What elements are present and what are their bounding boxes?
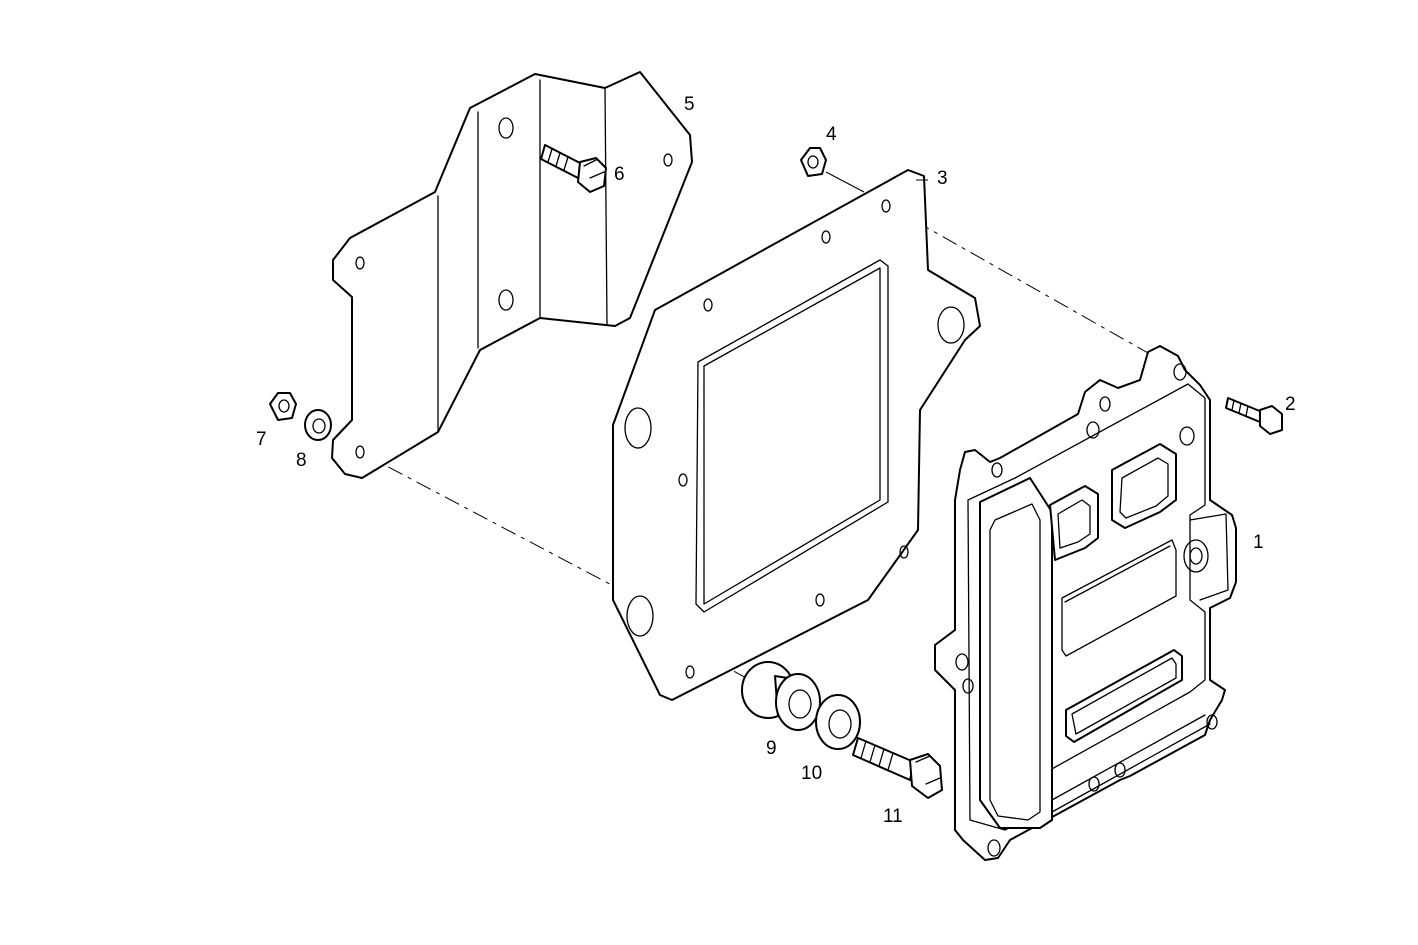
leader-lines: [825, 171, 928, 193]
callout-3: 3: [937, 168, 948, 189]
callout-10: 10: [801, 763, 823, 784]
callout-9: 9: [766, 738, 777, 759]
part-7-nut: [269, 392, 297, 421]
part-3-plate: [612, 169, 981, 701]
part-8-washer: [304, 409, 332, 441]
callout-4: 4: [826, 124, 837, 145]
part-4-nut: [800, 147, 827, 177]
part-9-grommet: [741, 661, 821, 731]
callout-7: 7: [256, 429, 267, 450]
callout-11: 11: [883, 806, 903, 827]
part-10-washer: [815, 694, 861, 750]
part-11-bolt: [852, 737, 943, 799]
part-2-screw: [1225, 397, 1283, 435]
callout-8: 8: [296, 450, 307, 471]
callout-2: 2: [1285, 394, 1296, 415]
callout-1: 1: [1253, 532, 1264, 553]
callout-5: 5: [684, 94, 695, 115]
part-6-bolt: [540, 144, 607, 193]
part-1-control-unit: [934, 345, 1237, 861]
callout-6: 6: [614, 164, 625, 185]
